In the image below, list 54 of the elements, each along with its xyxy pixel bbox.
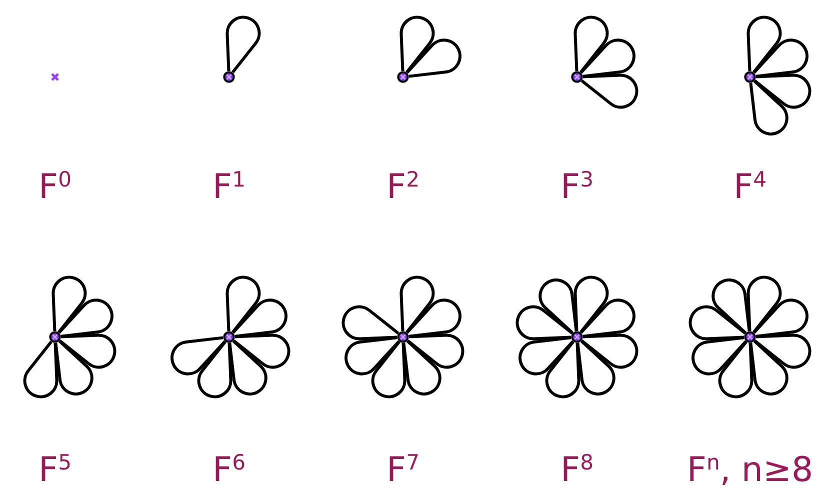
graph-label: F$^{7}$	[386, 453, 420, 487]
loop	[400, 16, 435, 74]
loop	[545, 340, 580, 398]
graph-label: F$^{8}$	[560, 453, 594, 487]
loop	[226, 16, 261, 74]
loop	[752, 38, 808, 78]
loop	[538, 278, 578, 334]
loop	[580, 298, 636, 338]
graph-label: F$^{3}$	[560, 170, 594, 204]
loop	[197, 340, 232, 398]
loop	[342, 305, 400, 340]
loop	[752, 298, 808, 338]
loop	[58, 334, 116, 369]
loop	[574, 276, 609, 334]
loop	[232, 334, 290, 369]
graph-label: F$^{0}$	[38, 170, 72, 204]
loop	[52, 276, 87, 334]
loop	[402, 340, 442, 396]
loop	[580, 38, 636, 78]
loop	[58, 298, 114, 338]
loop	[518, 336, 574, 376]
loop	[400, 276, 435, 334]
loop	[712, 278, 751, 334]
loop	[749, 80, 788, 136]
loop	[580, 74, 638, 109]
loop	[749, 340, 788, 396]
loop	[406, 298, 462, 338]
loop	[170, 336, 226, 376]
loop	[754, 74, 812, 109]
loop	[23, 340, 58, 398]
graph-label: F$^{5}$	[38, 453, 72, 487]
loop	[688, 305, 746, 340]
loop	[371, 340, 406, 398]
loop	[718, 340, 754, 398]
loop	[574, 16, 609, 74]
graph-label: F$^{6}$	[212, 453, 246, 487]
loop	[576, 340, 616, 396]
loop	[692, 336, 748, 376]
loop	[344, 336, 400, 376]
loop	[746, 276, 782, 334]
loop	[226, 276, 261, 334]
loop	[406, 38, 462, 78]
loop	[54, 340, 94, 396]
loop	[406, 334, 464, 369]
loop	[754, 334, 812, 369]
loop	[232, 298, 288, 338]
graph-label: F$^{n}$, n≥8	[686, 453, 814, 487]
graph-label: F$^{1}$	[212, 170, 246, 204]
graph-label: F$^{2}$	[386, 170, 420, 204]
loop	[580, 334, 638, 369]
loop	[516, 305, 574, 340]
loop	[746, 16, 782, 74]
loop	[228, 340, 268, 396]
graph-label: F$^{4}$	[734, 170, 766, 204]
